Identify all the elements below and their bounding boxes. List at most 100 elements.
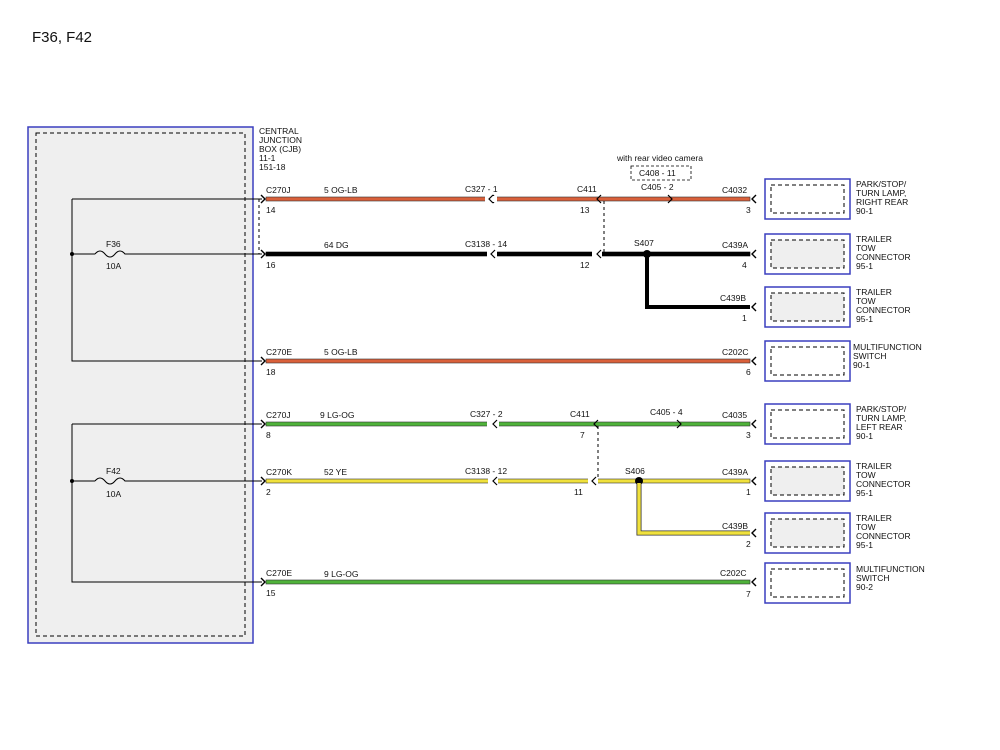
wire-c270k-52-ye: C270K 2 52 YE C3138 - 12 11 S406 C439A 1 <box>265 466 751 497</box>
fuse-name: F36 <box>106 239 121 249</box>
wire-branch-s407 <box>645 254 750 309</box>
wire-c270e-5-og-lb: C270E 18 5 OG-LB C202C 6 <box>265 347 751 377</box>
inline-connector-label: C411 <box>570 409 590 419</box>
component-trailer-tow-connector-c439b: TRAILER TOW CONNECTOR 95-1 <box>764 286 911 328</box>
dest-connector-label: C4035 <box>722 410 747 420</box>
circuit-label: 52 YE <box>324 467 347 477</box>
component-label-line: 95-1 <box>856 261 873 271</box>
cjb-label-line: BOX (CJB) <box>259 144 301 154</box>
component-label-line: CONNECTOR <box>856 531 911 541</box>
cjb-dashed-border <box>35 132 246 637</box>
cjb-pin-label: 15 <box>266 588 276 598</box>
component-label-line: PARK/STOP/ <box>856 179 907 189</box>
cjb-bus-f42 <box>71 423 262 583</box>
inline-pin-label: 13 <box>580 205 590 215</box>
component-label-line: TURN LAMP, <box>856 188 906 198</box>
component-label-line: 90-2 <box>856 582 873 592</box>
component-label-line: CONNECTOR <box>856 479 911 489</box>
component-trailer-tow-connector-c439a: TRAILER TOW CONNECTOR 95-1 <box>764 233 911 275</box>
dest-connector-label: C439B <box>720 293 746 303</box>
cjb-frame <box>27 126 254 644</box>
fuse-name: F42 <box>106 466 121 476</box>
dest-pin-label: 1 <box>746 487 751 497</box>
component-multifunction-switch-90-2: MULTIFUNCTION SWITCH 90-2 <box>764 562 925 604</box>
component-label-line: TOW <box>856 296 876 306</box>
inline-connector-label: C405 - 2 <box>641 182 674 192</box>
splice-label: S406 <box>625 466 645 476</box>
rear-camera-note: with rear video camera <box>616 153 703 163</box>
component-label-line: RIGHT REAR <box>856 197 908 207</box>
cjb-label-line: 151-18 <box>259 162 286 172</box>
wire-c270e-9-lg-og: C270E 15 9 LG-OG C202C 7 <box>265 568 751 599</box>
component-label-line: 95-1 <box>856 314 873 324</box>
component-label-line: TOW <box>856 243 876 253</box>
inline-pin-label: 7 <box>580 430 585 440</box>
component-multifunction-switch-90-1: MULTIFUNCTION SWITCH 90-1 <box>764 340 922 382</box>
cjb-connector-label: C270J <box>266 410 291 420</box>
component-label-line: MULTIFUNCTION <box>853 342 922 352</box>
component-trailer-tow-connector-c439a-2: TRAILER TOW CONNECTOR 95-1 <box>764 460 911 502</box>
cjb-connector-chevrons <box>260 194 266 587</box>
dest-pin-label: 3 <box>746 430 751 440</box>
component-label-line: TRAILER <box>856 287 892 297</box>
cjb-pin-label: 16 <box>266 260 276 270</box>
cjb-connector-label: C270K <box>266 467 292 477</box>
circuit-label: 5 OG-LB <box>324 347 358 357</box>
dest-pin-label: 2 <box>746 539 751 549</box>
wire-64-dg: 16 64 DG C3138 - 14 12 S407 C439A 4 <box>265 238 751 270</box>
dest-pin-label: 6 <box>746 367 751 377</box>
circuit-label: 9 LG-OG <box>324 569 358 579</box>
component-label-line: TOW <box>856 470 876 480</box>
wire-branch-s406 <box>637 483 750 535</box>
cjb-connector-label: C270E <box>266 347 292 357</box>
dest-connector-label: C202C <box>720 568 746 578</box>
cjb-bus-junction <box>70 479 74 483</box>
inline-connector-label: C327 - 2 <box>470 409 503 419</box>
fuse-f42: F42 10A <box>94 466 130 499</box>
dest-connector-chevrons <box>751 194 757 587</box>
dest-connector-label: C439B <box>722 521 748 531</box>
inline-connector-label: C327 - 1 <box>465 184 498 194</box>
c408-label: C408 - 11 <box>639 168 676 178</box>
circuit-label: 9 LG-OG <box>320 410 354 420</box>
fuse-rating: 10A <box>106 489 121 499</box>
cjb-pin-label: 2 <box>266 487 271 497</box>
dest-pin-label: 3 <box>746 205 751 215</box>
component-label-line: 90-1 <box>856 206 873 216</box>
fuse-f36: F36 10A <box>94 239 130 271</box>
cjb-pin-label: 8 <box>266 430 271 440</box>
component-label-line: PARK/STOP/ <box>856 404 907 414</box>
dest-connector-label: C4032 <box>722 185 747 195</box>
wire-c270j-5-og-lb: C270J 14 5 OG-LB C327 - 1 C411 13 C405 -… <box>265 182 751 215</box>
circuit-label: 64 DG <box>324 240 349 250</box>
component-label-line: TURN LAMP, <box>856 413 906 423</box>
dest-pin-label: 1 <box>742 313 747 323</box>
splice-label: S407 <box>634 238 654 248</box>
component-label-line: 95-1 <box>856 488 873 498</box>
inline-connector-label: C411 <box>577 184 597 194</box>
component-label-line: TRAILER <box>856 513 892 523</box>
inline-connector-label: C3138 - 12 <box>465 466 507 476</box>
dest-connector-label: C439A <box>722 467 748 477</box>
dest-connector-label: C439A <box>722 240 748 250</box>
dest-pin-label: 4 <box>742 260 747 270</box>
component-label-line: SWITCH <box>856 573 890 583</box>
c408-dashed-box <box>630 165 692 181</box>
cjb-connector-label: C270E <box>266 568 292 578</box>
page-title: F36, F42 <box>32 29 92 46</box>
component-park-stop-turn-left-rear: PARK/STOP/ TURN LAMP, LEFT REAR 90-1 <box>764 403 907 445</box>
component-label-line: CONNECTOR <box>856 305 911 315</box>
component-label-line: SWITCH <box>853 351 887 361</box>
cjb-bus-junction <box>70 252 74 256</box>
component-label-line: LEFT REAR <box>856 422 903 432</box>
wire-c270j-9-lg-og: C270J 8 9 LG-OG C327 - 2 C411 7 C405 - 4… <box>265 407 751 440</box>
cjb-label-line: 11-1 <box>259 153 276 163</box>
component-label-line: TRAILER <box>856 234 892 244</box>
fuse-rating: 10A <box>106 261 121 271</box>
cjb-pin-label: 14 <box>266 205 276 215</box>
cjb-pin-label: 18 <box>266 367 276 377</box>
component-label-line: 90-1 <box>856 431 873 441</box>
dest-pin-label: 7 <box>746 589 751 599</box>
component-label-line: 95-1 <box>856 540 873 550</box>
